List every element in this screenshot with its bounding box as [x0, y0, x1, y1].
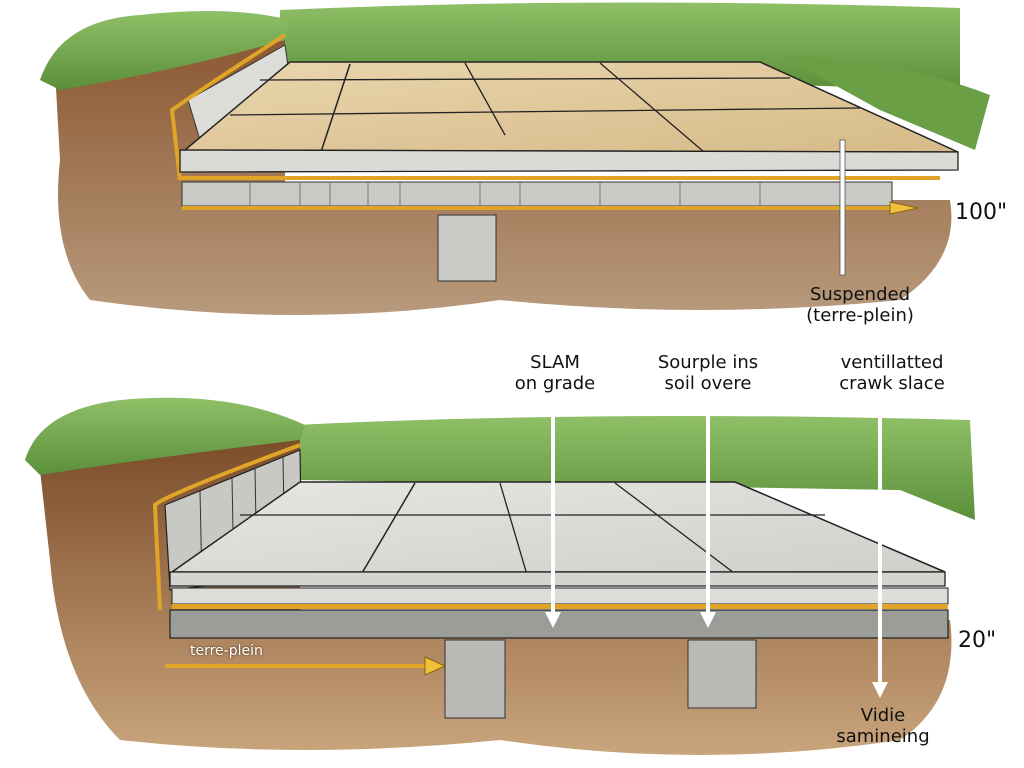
arrow-down-icon — [700, 612, 716, 628]
grass-right-top — [780, 55, 990, 150]
slab-edge-bottom — [169, 571, 946, 587]
label-suspended: Suspended (terre-plein) — [800, 284, 920, 326]
label-suspended-line2: (terre-plein) — [806, 305, 914, 326]
dimension-bottom: 20" — [958, 628, 997, 653]
grass-left-bottom — [25, 397, 305, 475]
arrow-right-icon — [889, 201, 919, 215]
bottom-section — [25, 397, 975, 755]
label-vidie-line2: samineing — [836, 726, 930, 747]
label-vidie: Vidie samineing — [828, 705, 938, 747]
slab-edge-top — [179, 149, 959, 173]
pointer-line-1 — [551, 410, 555, 615]
label-crawl-space: ventillatted crawk slace — [832, 352, 952, 394]
label-suspended-line1: Suspended — [809, 284, 911, 305]
grass-back-bottom — [295, 416, 975, 520]
membrane-bottom — [172, 604, 948, 609]
label-crawl-line1: ventillatted — [840, 352, 944, 373]
pier-bottom-2 — [687, 639, 757, 709]
sub-slab-bottom — [171, 587, 949, 605]
arrow-right-icon — [424, 656, 447, 676]
slab-top-surface-bottom — [169, 481, 946, 573]
label-soil-line1: Sourple ins — [657, 352, 759, 373]
pier-top — [437, 214, 497, 282]
label-crawl-line2: crawk slace — [839, 373, 945, 394]
arrow-down-icon — [545, 612, 561, 628]
arrow-down-icon — [872, 682, 888, 698]
label-soil-line2: soil overe — [664, 373, 752, 394]
membrane-left-top — [169, 33, 287, 181]
label-terre-plein: terre-plein — [190, 643, 263, 659]
label-vidie-line1: Vidie — [860, 705, 906, 726]
block-course-top — [181, 181, 893, 207]
pointer-line-top — [839, 139, 846, 276]
pointer-line-2 — [706, 405, 710, 615]
membrane-left-bottom — [152, 443, 301, 611]
label-slab-on-grade: SLAM on grade — [500, 352, 610, 394]
pointer-line-3 — [878, 410, 882, 685]
label-slab-line2: on grade — [514, 373, 596, 394]
label-soil: Sourple ins soil overe — [648, 352, 768, 394]
dimension-top: 100" — [955, 200, 1008, 225]
membrane-top — [180, 176, 940, 180]
pier-bottom-1 — [444, 639, 506, 719]
top-section — [40, 2, 990, 315]
membrane-bottom-top — [182, 206, 892, 210]
label-slab-line1: SLAM — [530, 352, 580, 373]
grass-left-top — [40, 11, 290, 90]
